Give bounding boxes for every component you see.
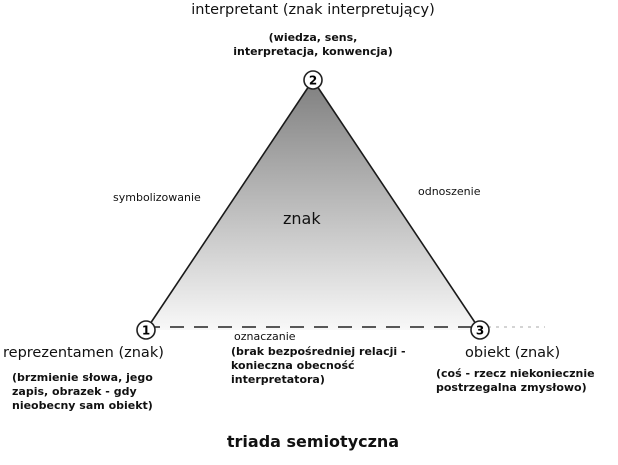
- obiekt-title: obiekt (znak): [465, 345, 561, 361]
- right-side-edge: [312, 79, 481, 331]
- odnoszenie-label: odnoszenie: [418, 185, 481, 198]
- reprezentamen-description: (brzmienie słowa, jego zapis, obrazek - …: [12, 371, 153, 412]
- oznaczanie-description: (brak bezpośredniej relacji - konieczna …: [231, 345, 406, 386]
- vertex-1-number: 1: [142, 324, 150, 338]
- diagram-caption: triada semiotyczna: [226, 432, 400, 451]
- vertex-2-number: 2: [309, 74, 317, 88]
- reprezentamen-title: reprezentamen (znak): [3, 345, 164, 361]
- vertex-2-marker: 2: [303, 70, 323, 90]
- vertex-3-number: 3: [476, 324, 484, 338]
- interpretant-description: (wiedza, sens, interpretacja, konwencja): [233, 31, 393, 58]
- left-side-edge: [145, 79, 314, 331]
- vertex-3-marker: 3: [470, 320, 490, 340]
- interpretant-title: interpretant (znak interpretujący): [191, 2, 435, 18]
- vertex-1-marker: 1: [136, 320, 156, 340]
- symbolizowanie-label: symbolizowanie: [113, 191, 201, 204]
- obiekt-description: (coś - rzecz niekoniecznie postrzegalna …: [436, 367, 595, 394]
- center-znak-label: znak: [283, 209, 321, 228]
- oznaczanie-label: oznaczanie: [234, 330, 296, 343]
- triangle-body: [146, 80, 480, 330]
